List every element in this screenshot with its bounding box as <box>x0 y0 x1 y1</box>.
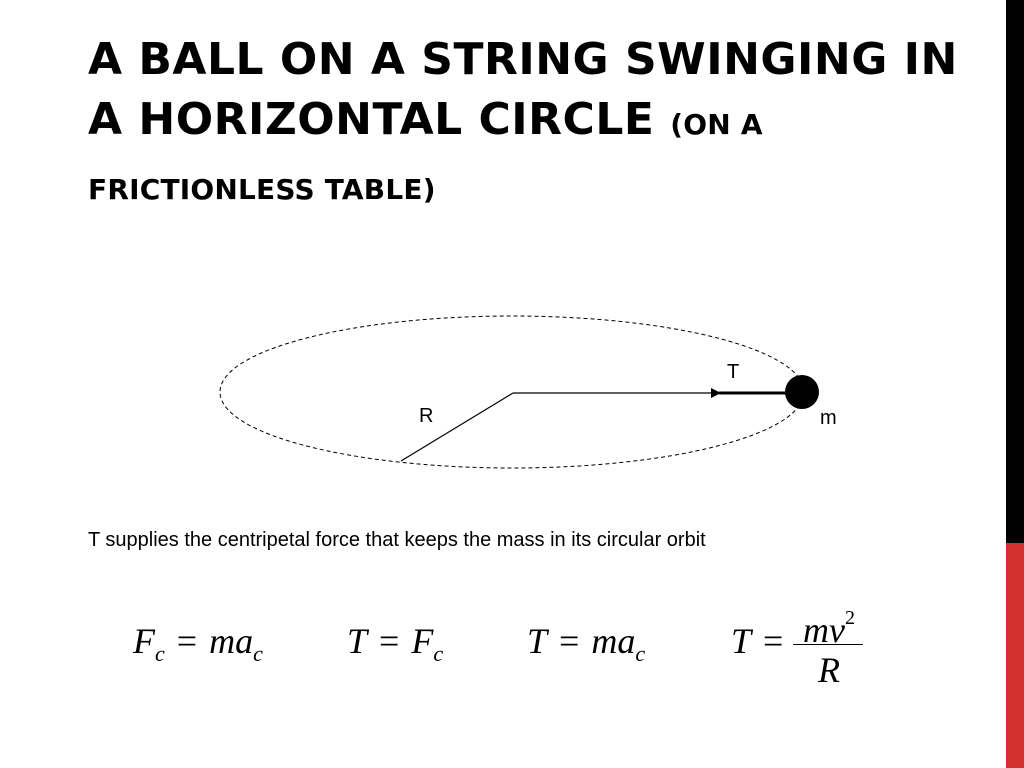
eq4-equals: = <box>763 621 784 661</box>
eq1-rhs-subscript: c <box>253 641 263 666</box>
equation-tension-equals-force: T = Fc <box>347 620 443 667</box>
circular-orbit-path <box>219 315 805 469</box>
eq1-equals: = <box>176 621 198 661</box>
eq2-rhs-subscript: c <box>433 641 444 666</box>
caption-text: T supplies the centripetal force that ke… <box>88 529 706 551</box>
ball-mass <box>785 375 819 409</box>
eq4-exponent: 2 <box>844 607 855 629</box>
eq3-rhs: ma <box>591 621 636 661</box>
radius-label: R <box>419 405 433 427</box>
title-subtitle: (ON A FRICTIONLESS TABLE) <box>88 108 763 206</box>
right-edge-accent-bar <box>1006 543 1024 768</box>
eq4-lhs: T <box>731 621 752 661</box>
eq3-lhs: T <box>527 621 548 661</box>
equation-tension-equals-ma: T = mac <box>527 620 645 667</box>
title-main: A BALL ON A STRING SWINGING IN A HORIZON… <box>88 34 958 145</box>
eq1-lhs-subscript: c <box>155 641 165 666</box>
equation-centripetal-force: Fc=mac <box>133 620 263 667</box>
eq2-lhs: T <box>347 621 368 661</box>
eq1-lhs: F <box>133 621 155 661</box>
eq2-rhs: F <box>411 621 434 661</box>
eq2-equals: = <box>379 621 400 661</box>
mass-label: m <box>820 407 837 429</box>
slide-title: A BALL ON A STRING SWINGING IN A HORIZON… <box>88 30 968 220</box>
eq4-denominator: R <box>818 650 840 690</box>
eq4-numerator-text: mv <box>803 610 845 650</box>
equation-tension-mv2-over-r: T= <box>731 620 795 662</box>
eq3-rhs-subscript: c <box>635 641 646 666</box>
eq4-fraction-bar <box>793 644 863 645</box>
tension-label: T <box>727 361 739 383</box>
eq3-equals: = <box>559 621 580 661</box>
eq1-rhs: ma <box>209 621 254 661</box>
eq4-numerator: mv2 <box>793 596 865 652</box>
radius-line <box>400 392 514 462</box>
